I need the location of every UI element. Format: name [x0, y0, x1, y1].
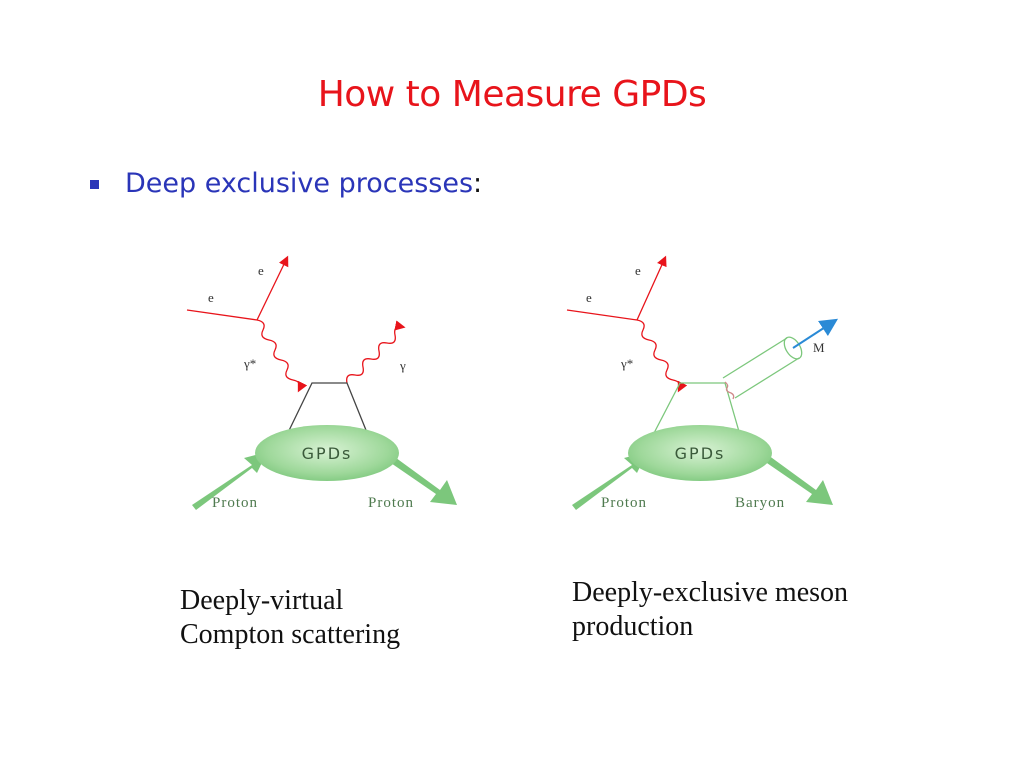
- quark-lines: [281, 382, 373, 446]
- meson-caption-line1: Deeply-exclusive meson: [572, 577, 849, 608]
- meson-caption-line2: production: [572, 611, 694, 642]
- label-virtual-photon: γ*: [620, 356, 633, 371]
- bullet-text: Deep exclusive processes: [125, 168, 474, 199]
- meson-arrow: [792, 318, 839, 349]
- meson-caption: Deeply-exclusive meson production: [572, 576, 848, 644]
- bullet-colon: :: [473, 168, 483, 199]
- gpd-label: GPDs: [302, 444, 353, 463]
- outgoing-baryon-arrow: [764, 455, 833, 505]
- virtual-photon-wave: [636, 319, 688, 393]
- label-outgoing-baryon: Baryon: [735, 495, 785, 511]
- meson-tube: [722, 336, 803, 400]
- label-virtual-photon: γ*: [243, 356, 256, 371]
- dvcs-diagram: GPDs e e γ* γ Proton Proton: [186, 255, 457, 511]
- label-e-out: e: [635, 263, 641, 278]
- dvcs-caption-line1: Deeply-virtual: [180, 585, 344, 616]
- incoming-electron-line: [186, 309, 258, 321]
- label-incoming-proton: Proton: [212, 495, 258, 511]
- meson-production-diagram: GPDs e e γ* M Proton Baryon: [566, 255, 839, 511]
- incoming-proton-arrow: [192, 452, 267, 510]
- slide-title: How to Measure GPDs: [317, 74, 707, 115]
- photon-wave: [346, 320, 406, 384]
- label-outgoing-proton: Proton: [368, 495, 414, 511]
- dvcs-caption: Deeply-virtual Compton scattering: [180, 584, 400, 652]
- dvcs-caption-line2: Compton scattering: [180, 619, 401, 650]
- bullet-item: Deep exclusive processes:: [90, 168, 482, 199]
- outgoing-electron-line: [256, 255, 289, 321]
- label-meson: M: [813, 340, 825, 355]
- square-bullet-icon: [90, 180, 99, 189]
- label-e-in: e: [208, 290, 214, 305]
- label-incoming-proton: Proton: [601, 495, 647, 511]
- outgoing-electron-line: [636, 255, 667, 321]
- label-e-in: e: [586, 290, 592, 305]
- gpd-blob: [255, 425, 399, 481]
- virtual-photon-wave: [256, 319, 308, 393]
- label-photon: γ: [399, 358, 406, 373]
- gpd-blob: [628, 425, 772, 481]
- quark-lines: [652, 382, 741, 436]
- label-e-out: e: [258, 263, 264, 278]
- gpd-label: GPDs: [675, 444, 726, 463]
- outgoing-proton-arrow: [388, 455, 457, 505]
- incoming-electron-line: [566, 309, 638, 321]
- incoming-proton-arrow: [572, 452, 647, 510]
